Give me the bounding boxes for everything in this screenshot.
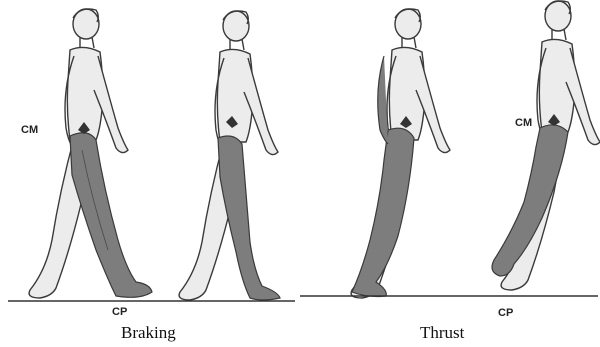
shaded-leg (70, 133, 152, 298)
cp-label: CP (112, 306, 127, 318)
shaded-leg (352, 128, 414, 296)
walker-figure-1 (29, 9, 152, 298)
thrust-panel: CM CP Thrust (300, 1, 600, 342)
braking-panel: CM CP Braking (8, 9, 295, 342)
caption-thrust: Thrust (420, 323, 465, 342)
cm-label: CM (21, 124, 38, 136)
walker-figure-2 (179, 11, 280, 300)
walker-figure-4 (492, 1, 600, 290)
caption-braking: Braking (121, 323, 176, 342)
cm-label: CM (515, 117, 532, 129)
cp-label: CP (498, 307, 513, 319)
walker-figure-3 (351, 9, 450, 298)
